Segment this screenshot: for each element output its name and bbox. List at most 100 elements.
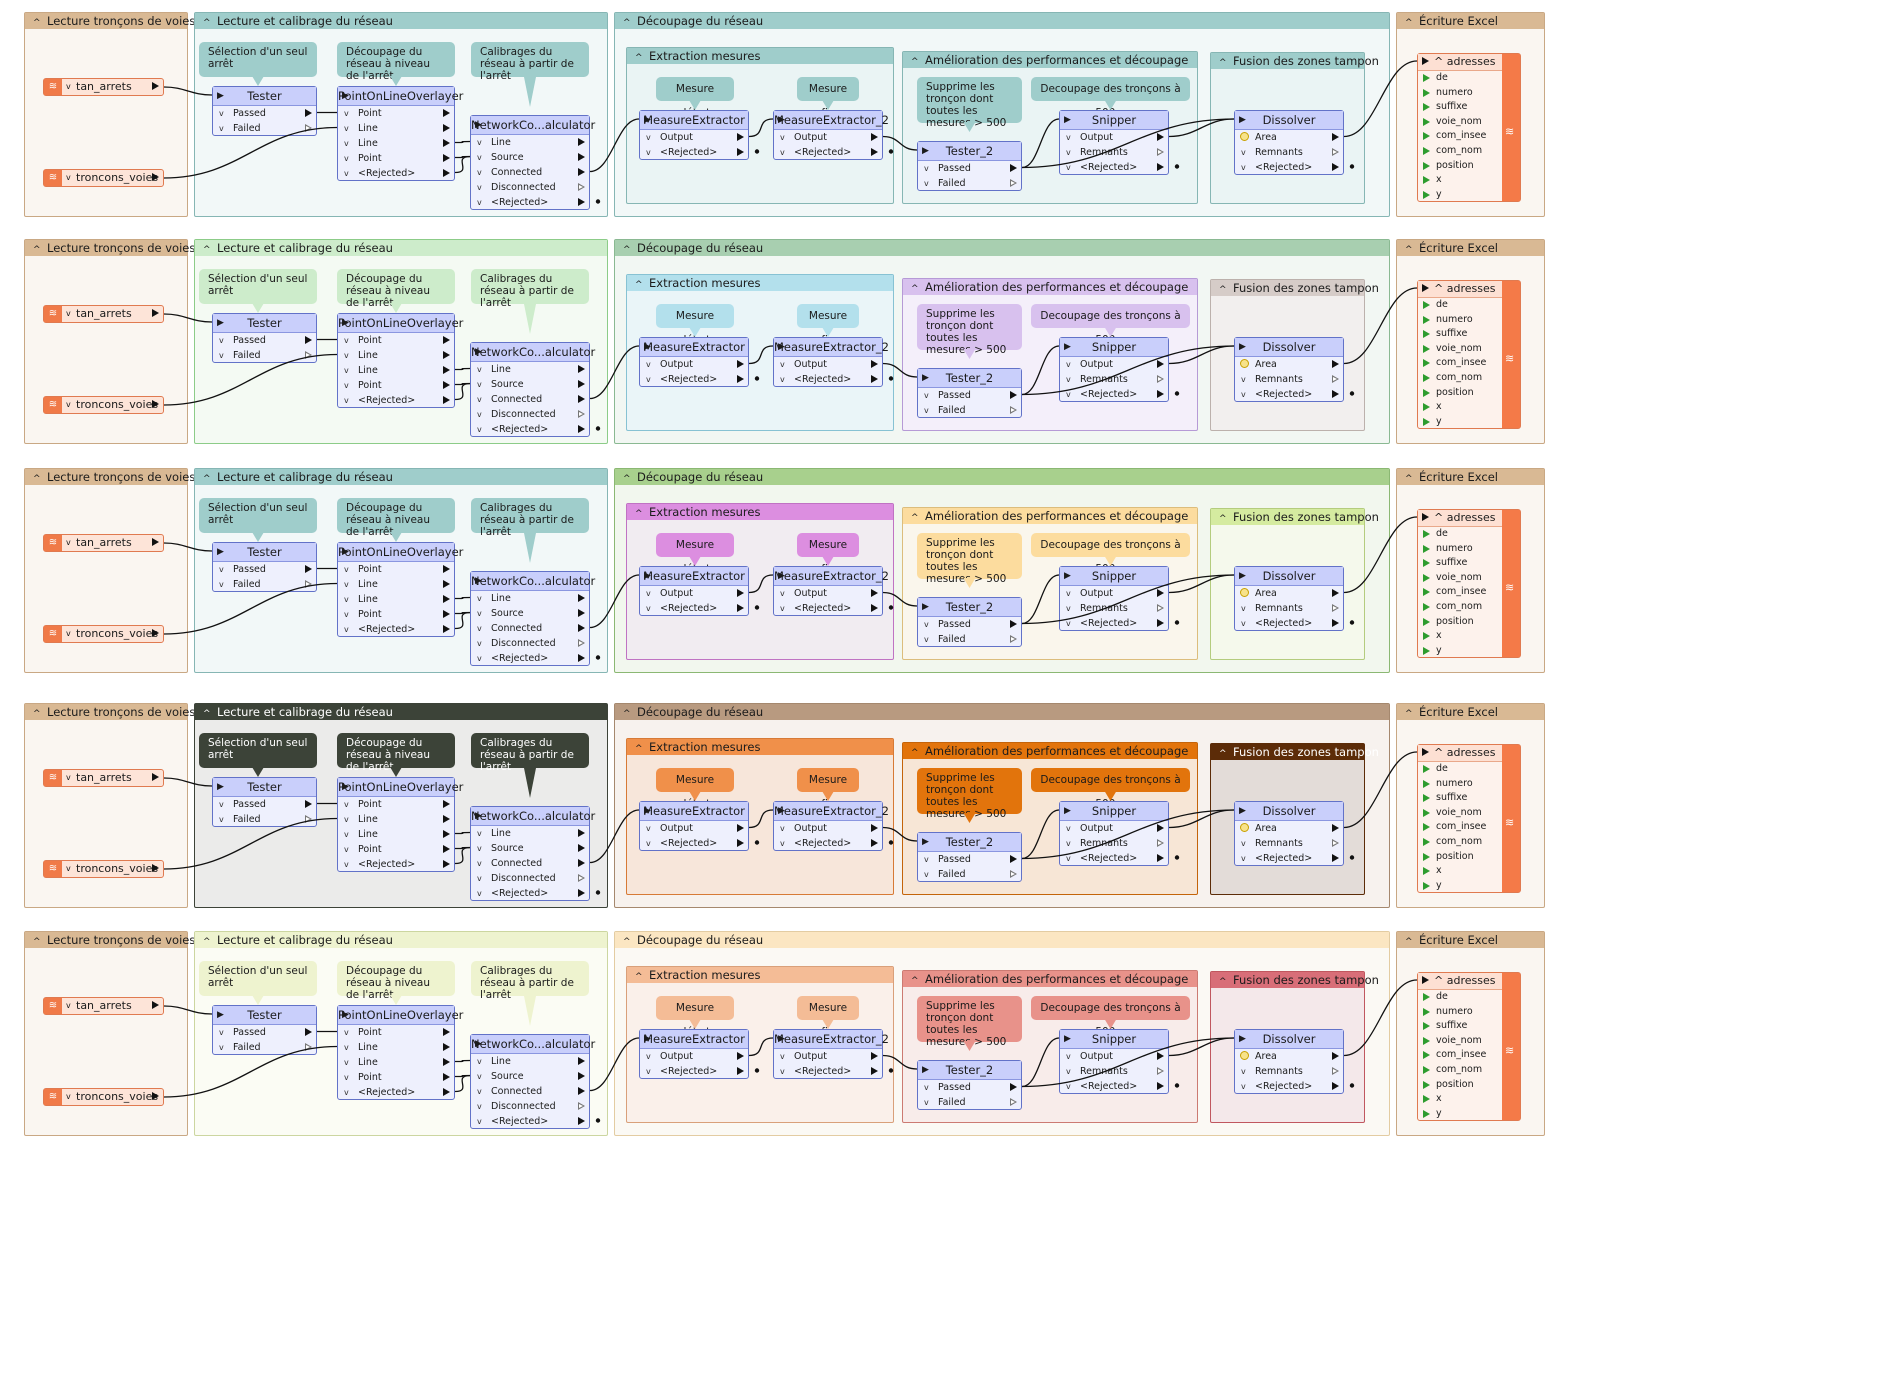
port-row[interactable]: Area: [1235, 130, 1343, 145]
collapse-caret-icon[interactable]: ^: [635, 280, 643, 290]
writer-header[interactable]: ^ adresses: [1418, 54, 1520, 71]
collapse-caret-icon[interactable]: ^: [203, 245, 211, 255]
row2-extraction-bookmark-header[interactable]: ^Extraction mesures: [627, 275, 893, 291]
port-row[interactable]: v<Rejected>: [1235, 387, 1343, 402]
row4-snipper-header[interactable]: ▶Snipper: [1060, 802, 1168, 821]
output-port-icon[interactable]: [737, 148, 744, 156]
output-port-icon[interactable]: [578, 594, 585, 602]
output-port-icon[interactable]: [1332, 854, 1339, 862]
output-port-icon[interactable]: [1157, 1052, 1164, 1060]
output-port-icon[interactable]: [1157, 824, 1164, 832]
row3-tester-header[interactable]: ▶Tester: [213, 543, 316, 562]
row2-tester2-header[interactable]: ▶Tester_2: [918, 369, 1021, 388]
unconnected-output-port-icon[interactable]: [1157, 148, 1164, 156]
output-port-icon[interactable]: [305, 565, 312, 573]
row5-pointonlineoverlayer-header[interactable]: ▶PointOnLineOverlayer: [338, 1006, 463, 1025]
collapse-caret-icon[interactable]: ^: [635, 509, 643, 519]
output-port-icon[interactable]: [578, 844, 585, 852]
collapse-caret-icon[interactable]: ^: [1219, 749, 1227, 759]
port-row[interactable]: Area: [1235, 1049, 1343, 1064]
output-port-icon[interactable]: [1332, 1052, 1339, 1060]
row1-reading-bookmark-header[interactable]: ^Lecture tronçons de voies: [25, 13, 195, 29]
output-port-icon[interactable]: [443, 1043, 450, 1051]
row1-pointonlineoverlayer-header[interactable]: ▶PointOnLineOverlayer: [338, 87, 463, 106]
collapse-caret-icon[interactable]: ^: [33, 709, 41, 719]
output-port-icon[interactable]: [443, 860, 450, 868]
output-port-icon[interactable]: [443, 396, 450, 404]
output-port-icon[interactable]: [443, 830, 450, 838]
collapse-caret-icon[interactable]: ^: [33, 937, 41, 947]
port-row[interactable]: v<Rejected>: [1060, 616, 1168, 631]
writer-header[interactable]: ^ adresses: [1418, 281, 1520, 298]
port-row[interactable]: v<Rejected>: [1060, 1079, 1168, 1094]
port-row[interactable]: v<Rejected>: [1235, 851, 1343, 866]
output-port-icon[interactable]: [1010, 620, 1017, 628]
row5-snipper-header[interactable]: ▶Snipper: [1060, 1030, 1168, 1049]
collapse-caret-icon[interactable]: ^: [203, 937, 211, 947]
output-port-icon[interactable]: [871, 589, 878, 597]
output-port-icon[interactable]: [578, 1087, 585, 1095]
output-port-icon[interactable]: [737, 360, 744, 368]
unconnected-output-port-icon[interactable]: [1010, 635, 1017, 643]
port-row[interactable]: v<Rejected>: [640, 601, 748, 616]
row5-networkcostcalculator-header[interactable]: ▶NetworkCo...alculator: [471, 1035, 595, 1054]
output-port-icon[interactable]: [443, 565, 450, 573]
port-row[interactable]: v<Rejected>: [338, 622, 454, 637]
port-row[interactable]: v<Rejected>: [774, 372, 882, 387]
output-port-icon[interactable]: [443, 366, 450, 374]
row3-snipper-header[interactable]: ▶Snipper: [1060, 567, 1168, 586]
port-row[interactable]: v<Rejected>: [774, 1064, 882, 1079]
row2-excel-bookmark-header[interactable]: ^Écriture Excel: [1397, 240, 1544, 256]
port-row[interactable]: v<Rejected>: [338, 857, 454, 872]
unconnected-output-port-icon[interactable]: [305, 124, 312, 132]
row4-measureextractor2-header[interactable]: ▶MeasureExtractor_2: [774, 802, 889, 821]
output-port-icon[interactable]: [152, 1001, 159, 1009]
port-row[interactable]: v<Rejected>: [640, 145, 748, 160]
row1-decoupage-bookmark-header[interactable]: ^Découpage du réseau: [615, 13, 1389, 29]
row3-pointonlineoverlayer-header[interactable]: ▶PointOnLineOverlayer: [338, 543, 463, 562]
row1-fusion-bookmark-header[interactable]: ^Fusion des zones tampon: [1211, 53, 1379, 69]
row5-decoupage-bookmark-header[interactable]: ^Découpage du réseau: [615, 932, 1389, 948]
port-row[interactable]: v<Rejected>: [1060, 160, 1168, 175]
output-port-icon[interactable]: [443, 139, 450, 147]
row2-reading-bookmark-header[interactable]: ^Lecture tronçons de voies: [25, 240, 195, 256]
row4-measureextractor-header[interactable]: ▶MeasureExtractor: [640, 802, 748, 821]
unconnected-output-port-icon[interactable]: [578, 410, 585, 418]
collapse-caret-icon[interactable]: ^: [1219, 977, 1227, 987]
output-port-icon[interactable]: [578, 889, 585, 897]
output-port-icon[interactable]: [737, 589, 744, 597]
row2-measureextractor2-header[interactable]: ▶MeasureExtractor_2: [774, 338, 889, 357]
output-port-icon[interactable]: [152, 629, 159, 637]
